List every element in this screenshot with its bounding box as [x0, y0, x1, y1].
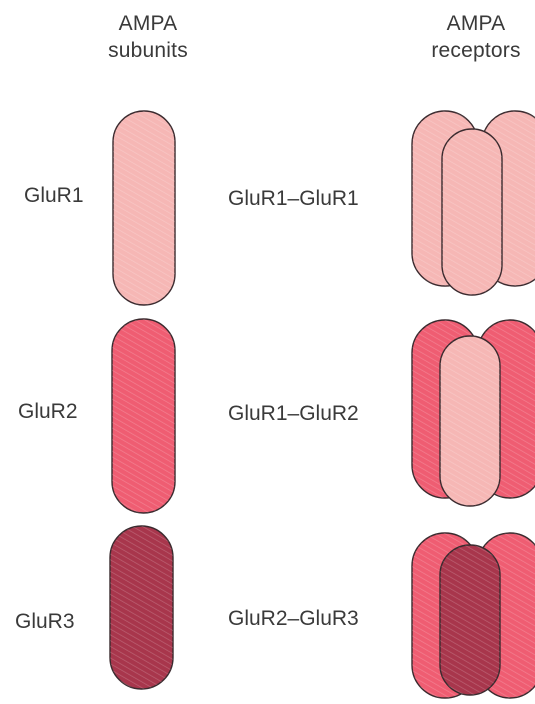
subunit-capsule-1 — [113, 111, 175, 305]
receptor-2-front-subunit — [440, 336, 500, 506]
receptor-3-front-subunit — [440, 545, 500, 695]
subunit-capsule-2 — [112, 319, 175, 513]
subunit-capsule-3 — [110, 526, 173, 689]
receptor-1-front-subunit — [442, 129, 502, 295]
